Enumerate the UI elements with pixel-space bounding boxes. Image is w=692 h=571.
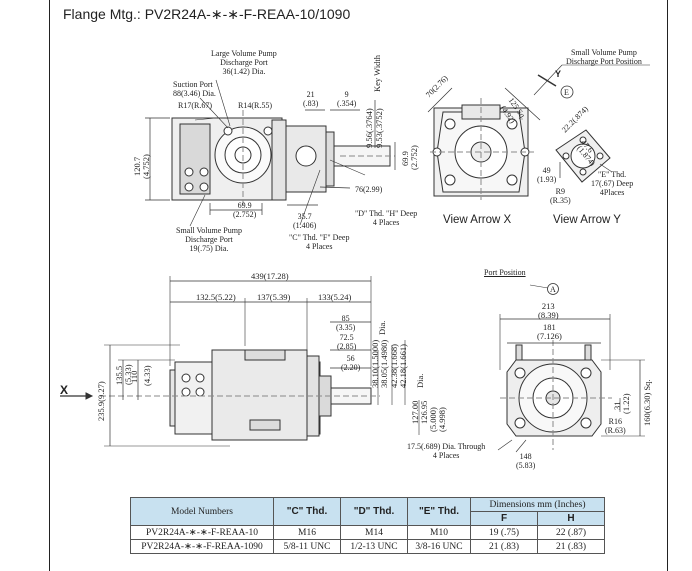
d-thread-header: "D" Thd.	[340, 497, 408, 526]
dim-132-label: 132.5(5.22)	[196, 292, 236, 302]
view-arrow-y-drawing	[533, 64, 650, 183]
dim-181-label: 181 (7.126)	[537, 322, 562, 341]
dim-31-inch-label: (1.22)	[621, 393, 631, 414]
key-width-max-label: 9.56(.3764)	[364, 108, 374, 148]
height-110-label: 110	[129, 370, 139, 383]
r14-label: R14(R.55)	[238, 101, 272, 110]
r9-label: R9 (R.35)	[550, 187, 571, 205]
small-port-label: Small Volume Pump Discharge Port 19(.75)…	[176, 226, 242, 253]
through-hole-label: 17.5(.689) Dia. Through 4 Places	[407, 442, 486, 460]
dim-148-label: 148 (5.83)	[516, 452, 536, 470]
key-width-min-label: 9.53(.3752)	[374, 108, 384, 148]
e-cell: M10	[407, 525, 471, 540]
table-header-row: Model Numbers "C" Thd. "D" Thd. "E" Thd.…	[130, 497, 605, 526]
dim-9-label: 9 (.354)	[337, 90, 357, 108]
dim-21-label: 21 (.83)	[303, 90, 319, 108]
f-cell: 19 (.75)	[470, 525, 538, 540]
port-position-label: Port Position	[484, 268, 526, 277]
h-cell: 21 (.83)	[537, 539, 605, 554]
small-port-position-label: Small Volume Pump Discharge Port Positio…	[566, 48, 642, 66]
height-69-inch-label: (2.752)	[409, 145, 419, 170]
d-cell: M14	[340, 525, 408, 540]
pilot-dia-unit-label: Dia.	[415, 373, 425, 388]
view-arrow-y-label: View Arrow Y	[553, 214, 621, 226]
side-view-drawing	[60, 276, 420, 447]
view-arrow-x-label: View Arrow X	[443, 214, 512, 226]
h-header: H	[537, 511, 605, 526]
dim-72-label: 72.5 (2.85)	[337, 333, 357, 351]
e-marker-label: E	[564, 88, 569, 97]
end-view-drawing	[497, 283, 645, 453]
c-cell: 5/8-11 UNC	[273, 539, 341, 554]
c-thread-label: "C" Thd. "F" Deep 4 Places	[289, 233, 350, 251]
large-port-label: Large Volume Pump Discharge Port 36(1.42…	[211, 49, 277, 76]
dim-85-label: 85 (3.35)	[336, 314, 356, 332]
a-marker-label: A	[550, 285, 556, 294]
table-row: PV2R24A-∗-∗-F-REAA-10 M16 M14 M10 19 (.7…	[130, 525, 605, 540]
dim-56-label: 56 (2.20)	[341, 354, 361, 372]
dim-76-label: 76(2.99)	[355, 185, 383, 194]
key-width-label: Key Width	[372, 54, 382, 92]
y-arrow-label: Y	[555, 69, 562, 79]
r17-label: R17(R.67)	[178, 101, 212, 110]
table-subheader-row: F H	[131, 511, 605, 526]
square-160-label: 160(6.30) Sq.	[642, 379, 652, 426]
e-thread-header: "E" Thd.	[407, 497, 471, 526]
c-cell: M16	[273, 525, 341, 540]
h-cell: 22 (.87)	[537, 525, 605, 540]
pilot-dia-inch-min-label: (4.998)	[437, 407, 447, 432]
f-cell: 21 (.83)	[470, 539, 538, 554]
width-69-label: 69.9 (2.752)	[233, 201, 257, 219]
x-arrow-label: X	[60, 383, 69, 397]
model-header: Model Numbers	[130, 497, 274, 526]
e-thread-label: "E" Thd. 17(.67) Deep 4Places	[591, 170, 634, 197]
suction-port-label: Suction Port 88(3.46) Dia.	[173, 80, 216, 98]
height-110-inch-label: (4.33)	[142, 365, 152, 386]
dim-49-label: 49 (1.93)	[537, 166, 557, 184]
view-arrow-x-drawing	[427, 87, 541, 200]
top-view-drawing	[145, 79, 396, 227]
dim-133-label: 133(5.24)	[318, 292, 352, 302]
table-row: PV2R24A-∗-∗-F-REAA-1090 5/8-11 UNC 1/2-1…	[130, 539, 605, 554]
dim-137-label: 137(5.39)	[257, 292, 291, 302]
left-frame-border	[49, 0, 50, 571]
d-cell: 1/2-13 UNC	[340, 539, 408, 554]
model-cell: PV2R24A-∗-∗-F-REAA-1090	[130, 539, 274, 554]
f-header: F	[470, 511, 538, 526]
dim-35-label: 35.7 (1.406)	[293, 212, 317, 230]
right-frame-border	[667, 0, 668, 571]
dim-213-label: 213 (8.39)	[538, 301, 559, 320]
r16-label: R16 (R.63)	[605, 417, 626, 435]
c-thread-header: "C" Thd.	[273, 497, 341, 526]
spec-table: Model Numbers "C" Thd. "D" Thd. "E" Thd.…	[130, 497, 605, 554]
d-thread-label: "D" Thd. "H" Deep 4 Places	[355, 209, 418, 227]
shaft-dia-unit-label: Dia.	[377, 320, 387, 335]
page-title: Flange Mtg.: PV2R24A-∗-∗-F-REAA-10/1090	[63, 6, 351, 22]
dimensions-header: Dimensions mm (Inches)	[470, 497, 605, 512]
shaft-dia-min-label: 38.05(1.4980)	[379, 339, 389, 388]
height-120-inch-label: (4.752)	[141, 154, 151, 179]
dim-439-label: 439(17.28)	[251, 271, 289, 281]
e-cell: 3/8-16 UNC	[407, 539, 471, 554]
model-cell: PV2R24A-∗-∗-F-REAA-10	[130, 525, 274, 540]
height-235-label: 235.9(9.27)	[96, 381, 106, 421]
dim-42-min-label: 42.18(1.661)	[398, 344, 408, 388]
